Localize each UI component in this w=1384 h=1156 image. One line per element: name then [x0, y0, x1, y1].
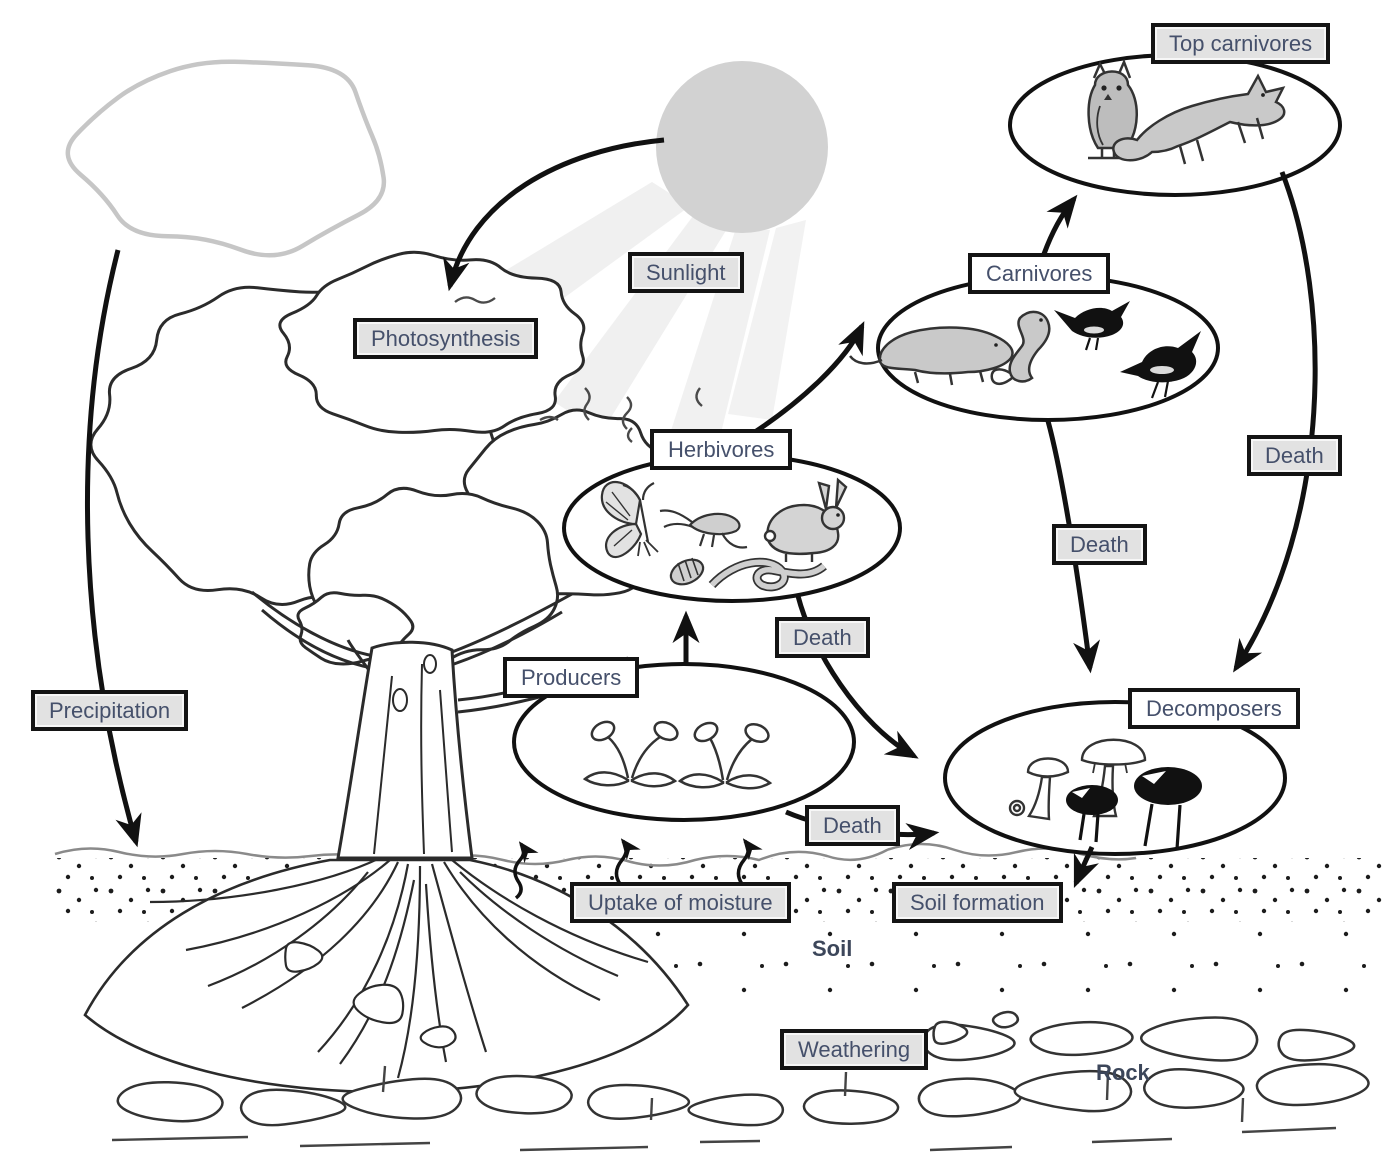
- label-top-carnivores: Top carnivores: [1151, 23, 1331, 65]
- label-soil-formation: Soil formation: [892, 882, 1063, 924]
- tree-icon: [89, 250, 703, 860]
- label-sunlight: Sunlight: [628, 252, 744, 294]
- label-death-top-carnivores: Death: [1247, 435, 1342, 477]
- arrow-top-carnivores-death-to-decomposers: [1233, 171, 1318, 673]
- label-photosynthesis: Photosynthesis: [353, 318, 539, 360]
- rabbit-icon: [763, 477, 848, 562]
- earthworm-icon: [708, 557, 827, 592]
- black-fungus-icon: [1066, 785, 1118, 843]
- badger-icon: [849, 326, 1014, 386]
- arrow-precipitation: [84, 249, 142, 848]
- arrow-herbivores-death-to-decomposers: [795, 595, 919, 759]
- owl-icon: [1087, 58, 1138, 160]
- mushroom-icon: [1008, 757, 1070, 821]
- black-fungus-icon: [1134, 767, 1202, 850]
- arrow-herbivores-to-carnivores: [753, 321, 865, 435]
- cloud-icon: [65, 59, 387, 258]
- tree-bark-lines: [373, 654, 453, 855]
- label-carnivores: Carnivores: [968, 253, 1111, 295]
- fox-icon: [1112, 73, 1286, 165]
- small-bird-icon: [1054, 301, 1130, 351]
- butterfly-icon: [600, 480, 659, 559]
- woodlouse-segments: [677, 557, 699, 582]
- arrow-uptake-of-moisture: [513, 841, 539, 900]
- arrow-sunlight-to-photosynthesis: [442, 137, 665, 292]
- label-death-carnivores: Death: [1052, 524, 1147, 566]
- tree-trunk: [336, 640, 474, 860]
- rock-layer: [111, 1010, 1370, 1152]
- label-soil: Soil: [812, 936, 853, 961]
- tree-roots: [83, 857, 690, 1094]
- large-bird-icon: [1120, 331, 1201, 399]
- label-decomposers: Decomposers: [1128, 688, 1300, 730]
- flower-icon: [677, 721, 773, 790]
- weasel-icon: [990, 310, 1051, 386]
- arrow-carnivores-to-top-carnivores: [1041, 194, 1078, 255]
- leaf-squiggles: [454, 296, 703, 443]
- soil-surface-line: [54, 842, 1137, 867]
- label-death-producers: Death: [805, 805, 900, 847]
- label-precipitation: Precipitation: [31, 690, 189, 732]
- flower-icon: [582, 720, 679, 788]
- label-producers: Producers: [503, 657, 640, 699]
- label-uptake-of-moisture: Uptake of moisture: [570, 882, 791, 924]
- label-weathering: Weathering: [780, 1029, 929, 1071]
- label-herbivores: Herbivores: [650, 429, 793, 471]
- label-rock: Rock: [1096, 1060, 1150, 1085]
- arrow-decomposers-to-soil: [1073, 845, 1099, 888]
- grasshopper-icon: [659, 509, 748, 549]
- label-death-herbivores: Death: [775, 617, 870, 659]
